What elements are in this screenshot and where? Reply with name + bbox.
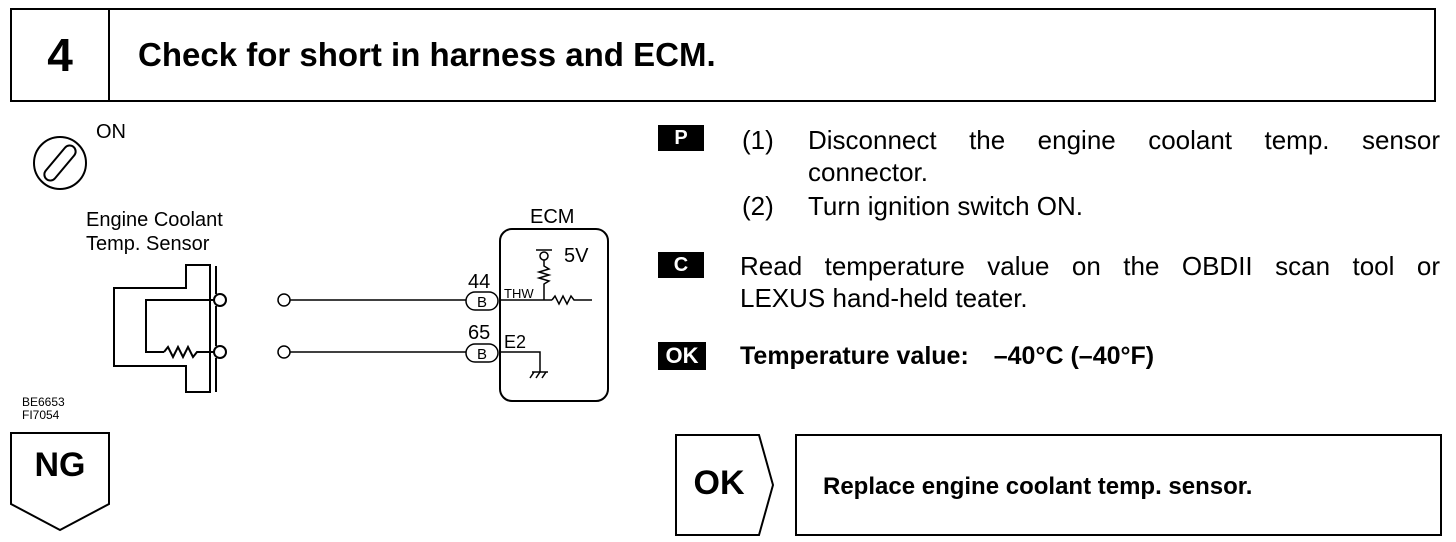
step-1-text-line1: Disconnect the engine coolant temp. sens…: [808, 125, 1440, 155]
ok-spec-badge: OK: [658, 342, 706, 370]
ng-label: NG: [34, 446, 86, 484]
figure-code: BE6653: [22, 395, 65, 409]
coolant-temp-sensor: [113, 264, 227, 393]
sensor-label-line1: Engine Coolant: [86, 209, 223, 231]
ignition-state-label: ON: [96, 121, 126, 143]
ecm-box: [499, 228, 609, 402]
ng-pentagon-icon: [10, 432, 110, 532]
pin-thw-connector: [465, 291, 499, 311]
step-1-number: (1): [742, 125, 774, 155]
pin-thw-number: 44: [468, 271, 490, 293]
step-2-text: Turn ignition switch ON.: [808, 191, 1084, 221]
pin-thw-name: THW: [504, 286, 534, 301]
ecm-internal-circuit: [500, 249, 592, 379]
step-2-number: (2): [742, 191, 774, 221]
step-header: 4 Check for short in harness and ECM.: [10, 8, 1436, 102]
figure-code: FI7054: [22, 408, 60, 422]
pin-thw-connector-letter: B: [477, 294, 487, 311]
ok-result-text: Replace engine coolant temp. sensor.: [823, 473, 1253, 500]
check-badge: C: [658, 252, 704, 278]
pin-e2-number: 65: [468, 322, 490, 344]
spec-label: Temperature value:: [740, 342, 969, 370]
ok-result-box: Replace engine coolant temp. sensor.: [795, 434, 1442, 536]
wiring-diagram: ON Engine Coolant Temp. Sensor ECM 5V: [33, 121, 609, 402]
prep-badge: P: [658, 125, 704, 151]
ng-branch: NG: [10, 432, 110, 532]
check-text-line2: LEXUS hand-held teater.: [740, 283, 1028, 313]
step-title: Check for short in harness and ECM.: [138, 36, 716, 73]
ok-branch: OK: [675, 434, 775, 536]
ecm-label: ECM: [530, 206, 574, 228]
voltage-label: 5V: [564, 245, 589, 267]
step-1-text-line2: connector.: [808, 157, 928, 187]
spec-value: –40°C (–40°F): [993, 342, 1155, 370]
figure-codes: BE6653 FI7054: [22, 396, 65, 422]
spec-line: Temperature value: –40°C (–40°F): [740, 342, 1154, 371]
pin-e2-connector: [465, 343, 499, 363]
ok-arrow-icon: [675, 434, 775, 536]
sensor-label-line2: Temp. Sensor: [86, 233, 210, 255]
ok-label: OK: [693, 464, 745, 502]
step-number: 4: [12, 10, 110, 100]
pin-e2-connector-letter: B: [477, 346, 487, 363]
check-text-line1: Read temperature value on the OBDII scan…: [740, 251, 1440, 281]
pin-e2-name: E2: [504, 332, 526, 352]
ignition-switch-icon: [33, 136, 87, 190]
harness-wires: [277, 293, 466, 359]
